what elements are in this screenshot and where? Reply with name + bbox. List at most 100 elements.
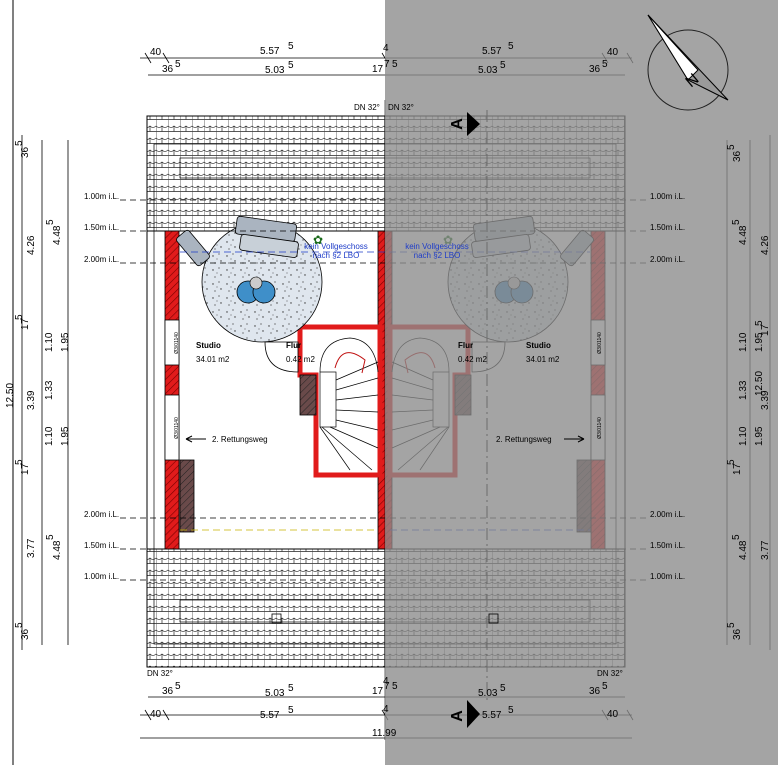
- level-label: 1.00m i.L.: [650, 572, 685, 581]
- dim-value: 5.57: [482, 710, 502, 721]
- dim-value: 5: [602, 59, 608, 70]
- dim-value: 4.26: [26, 235, 37, 255]
- room-name: Studio: [526, 341, 551, 350]
- window-label: Ø3/01140: [597, 332, 603, 354]
- dim-value: 5: [500, 60, 506, 71]
- note-line-2: nach §2 LBO: [313, 251, 360, 260]
- dim-value: 5: [288, 683, 294, 694]
- room-area: 0.42 m2: [286, 355, 315, 364]
- level-labels: 1.00m i.L. 1.50m i.L. 2.00m i.L. 2.00m i…: [84, 192, 685, 581]
- dim-value: 4: [383, 704, 389, 715]
- dim-value: 1.10: [44, 426, 55, 446]
- pitch-label: DN 32°: [147, 669, 173, 678]
- level-label: 1.50m i.L.: [84, 541, 119, 550]
- dim-total: 12.50: [5, 383, 16, 408]
- shaded-half: [385, 0, 778, 765]
- left-dimensions: 36 5 4.26 4.48 5 1 7 5 1.10 1.95 3.39 1.…: [5, 140, 71, 640]
- dim-value: 5: [175, 59, 181, 70]
- dim-value: 4.48: [52, 540, 63, 560]
- svg-text:✿: ✿: [313, 233, 323, 247]
- pitch-label: DN 32°: [388, 103, 414, 112]
- dim-total: 11.99: [372, 728, 397, 739]
- escape-route-label: 2. Rettungsweg: [496, 435, 552, 444]
- dim-value: 5: [508, 705, 514, 716]
- dim-value: 5: [508, 41, 514, 52]
- dim-value: 3.39: [26, 390, 37, 410]
- dim-value: 4: [383, 43, 389, 54]
- top-dimensions: 40 5.57 5 4 5.57 5 40 36 5 5.03 5 17 7 5…: [150, 41, 619, 76]
- level-label: 1.00m i.L.: [650, 192, 685, 201]
- dim-value: 40: [150, 47, 162, 58]
- dim-value: 1: [760, 330, 771, 336]
- dim-value: 1.10: [44, 332, 55, 352]
- dim-value: 5: [731, 219, 742, 225]
- dim-value: 5: [731, 534, 742, 540]
- dim-value: 36: [20, 628, 31, 640]
- dim-value: 5: [392, 681, 398, 692]
- dim-value: 36: [20, 146, 31, 158]
- escape-route-right: 2. Rettungsweg: [496, 435, 585, 444]
- dim-value: 36: [732, 628, 743, 640]
- dim-value: 5: [288, 41, 294, 52]
- dim-value: 5: [602, 681, 608, 692]
- window-label: Ø3/01140: [597, 417, 603, 439]
- room-name: Flur: [286, 341, 301, 350]
- dim-value: 1: [20, 324, 31, 330]
- dim-value: 5: [288, 60, 294, 71]
- note-line-1: kein Vollgeschoss: [304, 242, 368, 251]
- level-label: 1.50m i.L.: [84, 223, 119, 232]
- dim-value: 7: [384, 681, 390, 692]
- dim-value: 1.33: [44, 380, 55, 400]
- dim-value: 3.77: [760, 540, 771, 560]
- dim-value: 1.95: [60, 332, 71, 352]
- window-label: Ø3/01140: [174, 417, 180, 439]
- dim-value: 5: [45, 219, 56, 225]
- dim-value: 7: [20, 463, 31, 469]
- dim-value: 7: [384, 59, 390, 70]
- dim-value: 17: [372, 64, 384, 75]
- room-name: Studio: [196, 341, 221, 350]
- dim-value: 5: [14, 140, 25, 146]
- dim-value: 4.48: [738, 540, 749, 560]
- dim-value: 5: [500, 683, 506, 694]
- dim-value: 5.03: [265, 65, 285, 76]
- dim-value: 5.03: [478, 688, 498, 699]
- window-label: Ø3/01140: [174, 332, 180, 354]
- level-label: 2.00m i.L.: [650, 510, 685, 519]
- dim-value: 36: [589, 64, 601, 75]
- dim-value: 4.48: [738, 225, 749, 245]
- level-label: 2.00m i.L.: [84, 255, 119, 264]
- dim-value: 5.03: [478, 65, 498, 76]
- dim-value: 5: [175, 681, 181, 692]
- room-area: 34.01 m2: [196, 355, 230, 364]
- dim-value: 36: [732, 150, 743, 162]
- dim-value: 40: [607, 47, 619, 58]
- dim-value: 1: [732, 469, 743, 475]
- dim-value: 40: [607, 709, 619, 720]
- dim-value: 1: [20, 469, 31, 475]
- section-marker-icon: [467, 112, 480, 728]
- bottom-dimensions: 36 5 5.03 5 17 4 7 5 5.03 5 36 5 40 5.57…: [150, 676, 619, 739]
- dim-total: 12.50: [754, 371, 765, 396]
- dim-value: 40: [150, 709, 162, 720]
- dim-value: 5: [754, 320, 765, 326]
- room-area: 0.42 m2: [458, 355, 487, 364]
- dim-value: 4: [383, 676, 389, 687]
- note-line-1: kein Vollgeschoss: [405, 242, 469, 251]
- level-label: 1.50m i.L.: [650, 541, 685, 550]
- dim-value: 5: [726, 144, 737, 150]
- pitch-label: DN 32°: [597, 669, 623, 678]
- dim-value: 3.39: [760, 390, 771, 410]
- dim-value: 7: [20, 318, 31, 324]
- dim-value: 1.95: [754, 332, 765, 352]
- dim-value: 1.10: [738, 426, 749, 446]
- dim-value: 5: [392, 59, 398, 70]
- dim-value: 5: [726, 459, 737, 465]
- dim-value: 5: [45, 534, 56, 540]
- level-label: 1.50m i.L.: [650, 223, 685, 232]
- dim-value: 5.57: [260, 710, 280, 721]
- dim-value: 5.57: [260, 46, 280, 57]
- escape-route-left: 2. Rettungsweg: [185, 435, 268, 444]
- dim-value: 5: [14, 314, 25, 320]
